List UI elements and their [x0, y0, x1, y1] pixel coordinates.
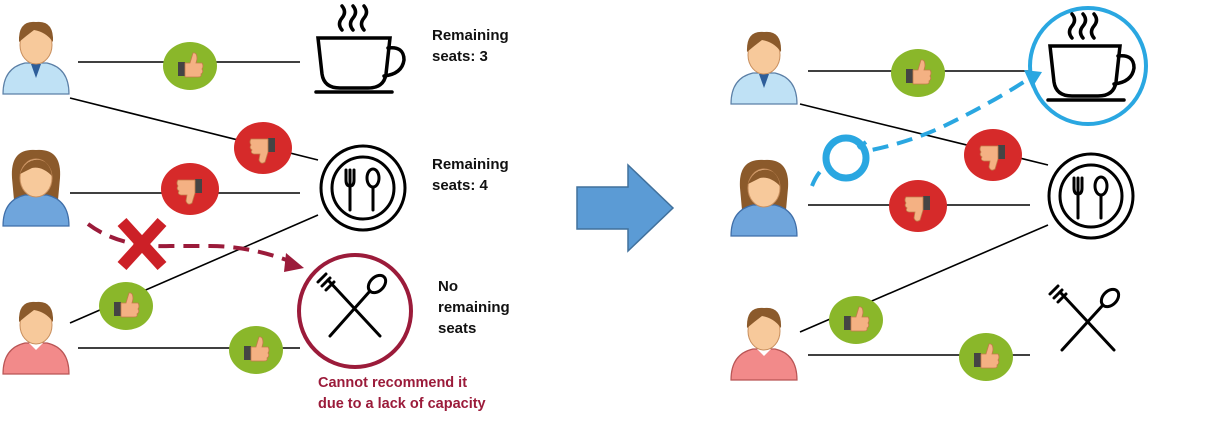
coffee-seat-label-line2: seats: 3 [432, 48, 488, 65]
thumbs-up-icon [163, 42, 217, 90]
capacity-note: Cannot recommend it due to a lack of cap… [318, 373, 486, 415]
full-label-line3: seats [438, 320, 477, 337]
capacity-note-line1: Cannot recommend it [318, 375, 468, 391]
full-label-line2: remaining [438, 299, 510, 316]
thumbs-up-icon [829, 296, 883, 344]
rejected-recommendation-arrow [86, 222, 304, 272]
dining-seat-label-line1: Remaining [432, 156, 509, 173]
thumbs-down-icon [964, 129, 1022, 181]
person-icon [730, 31, 798, 105]
thumbs-up-icon [229, 326, 283, 374]
dining-seat-label: Remaining seats: 4 [432, 154, 509, 196]
thumbs-up-icon [959, 333, 1013, 381]
arrow-right-icon [576, 163, 675, 253]
coffee-cup-icon [1028, 6, 1148, 126]
person-icon [730, 159, 798, 237]
x-mark-icon [117, 217, 167, 271]
plate-fork-spoon-icon [319, 144, 407, 232]
person-icon [2, 149, 70, 227]
coffee-seat-label: Remaining seats: 3 [432, 25, 509, 67]
thumbs-down-icon [161, 163, 219, 215]
full-restaurant-label: No remaining seats [438, 276, 510, 339]
thumbs-up-icon [891, 49, 945, 97]
thumbs-down-icon [234, 122, 292, 174]
capacity-note-line2: due to a lack of capacity [318, 396, 486, 412]
coffee-cup-icon [314, 4, 406, 94]
person-icon [2, 21, 70, 95]
thumbs-down-icon [889, 180, 947, 232]
crossed-fork-spoon-icon [297, 253, 413, 369]
full-label-line1: No [438, 278, 458, 295]
person-icon [730, 307, 798, 381]
person-icon [2, 301, 70, 375]
dining-seat-label-line2: seats: 4 [432, 177, 488, 194]
coffee-seat-label-line1: Remaining [432, 27, 509, 44]
plate-fork-spoon-icon [1047, 152, 1135, 240]
crossed-fork-spoon-icon [1048, 284, 1121, 352]
thumbs-up-icon [99, 282, 153, 330]
recommendation-arrow [810, 70, 1042, 187]
